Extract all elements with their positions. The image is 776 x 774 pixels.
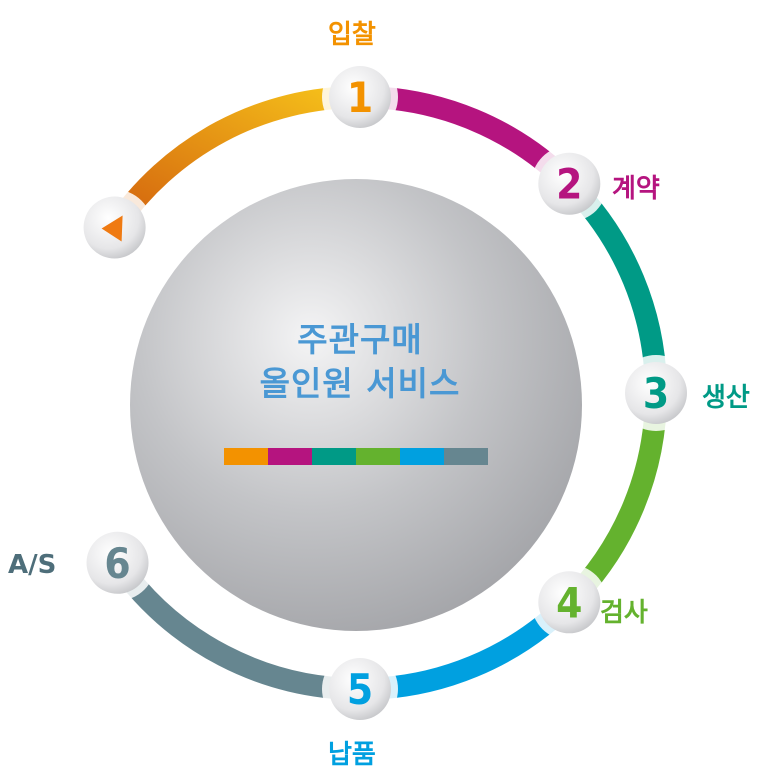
step-label-5: 납품 <box>328 740 376 770</box>
step-number: 1 <box>347 73 373 122</box>
step-label-3: 생산 <box>702 383 750 413</box>
step-node-1[interactable]: 1 <box>322 59 398 135</box>
step-node-3[interactable]: 3 <box>618 355 694 431</box>
center-sphere <box>130 179 582 631</box>
color-bar-segment <box>268 448 312 465</box>
step-number: 6 <box>104 539 130 588</box>
step-label-6: A/S <box>8 550 57 580</box>
color-bar-segment <box>224 448 268 465</box>
play-triangle-icon <box>101 215 123 242</box>
ring-segment-start <box>105 86 361 234</box>
step-label-2: 계약 <box>612 174 660 204</box>
center-title-line1: 주관구매 <box>297 320 423 359</box>
step-label-4: 검사 <box>600 598 648 628</box>
step-number: 3 <box>643 369 669 418</box>
step-node-4[interactable]: 4 <box>531 564 608 641</box>
color-bar-segment <box>356 448 400 465</box>
color-bar-segment <box>312 448 356 465</box>
step-node-6[interactable]: 6 <box>79 524 156 601</box>
step-node-2[interactable]: 2 <box>531 145 608 222</box>
center-title-line2: 올인원 서비스 <box>259 364 461 403</box>
color-bar-segment <box>400 448 444 465</box>
step-number: 5 <box>347 665 373 714</box>
step-label-1: 입찰 <box>328 20 376 50</box>
color-bar <box>224 448 488 465</box>
center-title: 주관구매 올인원 서비스 <box>205 318 515 406</box>
step-number: 4 <box>556 578 582 627</box>
color-bar-segment <box>444 448 488 465</box>
start-node[interactable] <box>76 189 153 266</box>
step-number: 2 <box>556 160 582 209</box>
step-node-5[interactable]: 5 <box>322 651 398 727</box>
